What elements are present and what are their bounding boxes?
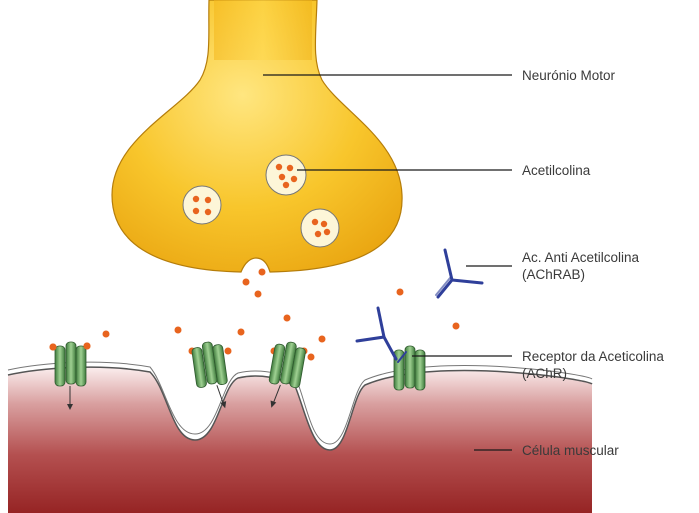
label-antibody-line2: (AChRAB) <box>522 266 639 283</box>
label-antibody: Ac. Anti Acetilcolina (AChRAB) <box>522 249 639 283</box>
label-receptor-line1: Receptor da Aceticolina <box>522 348 664 365</box>
vesicle <box>266 155 306 195</box>
label-muscle-cell: Célula muscular <box>522 442 619 459</box>
label-receptor-line2: (AChR) <box>522 365 664 382</box>
vesicle <box>301 209 339 247</box>
label-antibody-line1: Ac. Anti Acetilcolina <box>522 249 639 266</box>
vesicle <box>183 186 221 224</box>
label-acetylcholine: Acetilcolina <box>522 162 590 179</box>
acetylcholine-receptor <box>394 346 425 390</box>
anti-acetylcholine-antibody <box>436 250 482 297</box>
label-receptor: Receptor da Aceticolina (AChR) <box>522 348 664 382</box>
label-motor-neuron: Neurónio Motor <box>522 67 615 84</box>
acetylcholine-molecules <box>50 269 460 361</box>
